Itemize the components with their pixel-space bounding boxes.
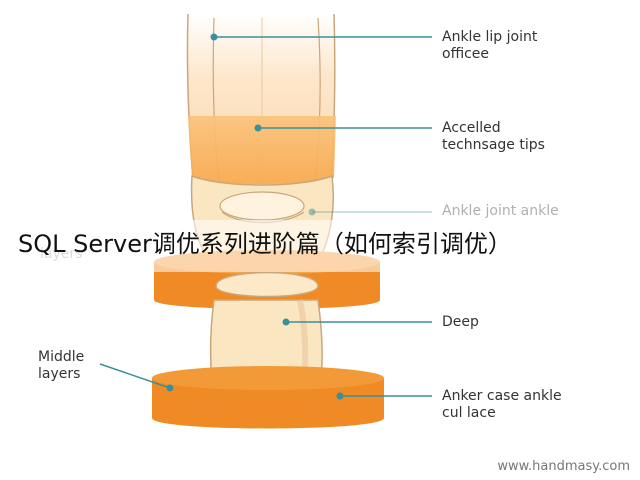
column-head (215, 271, 319, 298)
leader-middle-layers (99, 363, 171, 389)
label-accelled: Accelled technsage tips (442, 120, 545, 153)
accelled-band (188, 116, 336, 184)
base-disc-side (152, 378, 384, 429)
joint-cartilage (219, 191, 305, 221)
label-anker-case: Anker case ankle cul lace (442, 388, 562, 421)
leader-accelled-dot (254, 124, 262, 132)
label-deep: Deep (442, 314, 479, 330)
watermark: www.handmasy.com (497, 459, 630, 474)
label-middle-layers: Middle layers (38, 349, 85, 382)
leader-anker-case-dot (336, 392, 344, 400)
label-ankle-joint-ankle: Ankle joint ankle (442, 203, 559, 219)
leader-ankle-joint-dot (308, 208, 316, 216)
leader-middle-layers-dot (166, 384, 174, 392)
overlay-title: SQL Server调优系列进阶篇（如何索引调优） (18, 230, 512, 258)
label-ankle-lip-joint: Ankle lip joint officee (442, 29, 538, 62)
leader-lines (99, 33, 432, 400)
leader-deep-dot (282, 318, 290, 326)
base-disc-top (152, 366, 384, 390)
leader-ankle-lip-dot (210, 33, 218, 41)
title-overlay-band (0, 220, 640, 272)
